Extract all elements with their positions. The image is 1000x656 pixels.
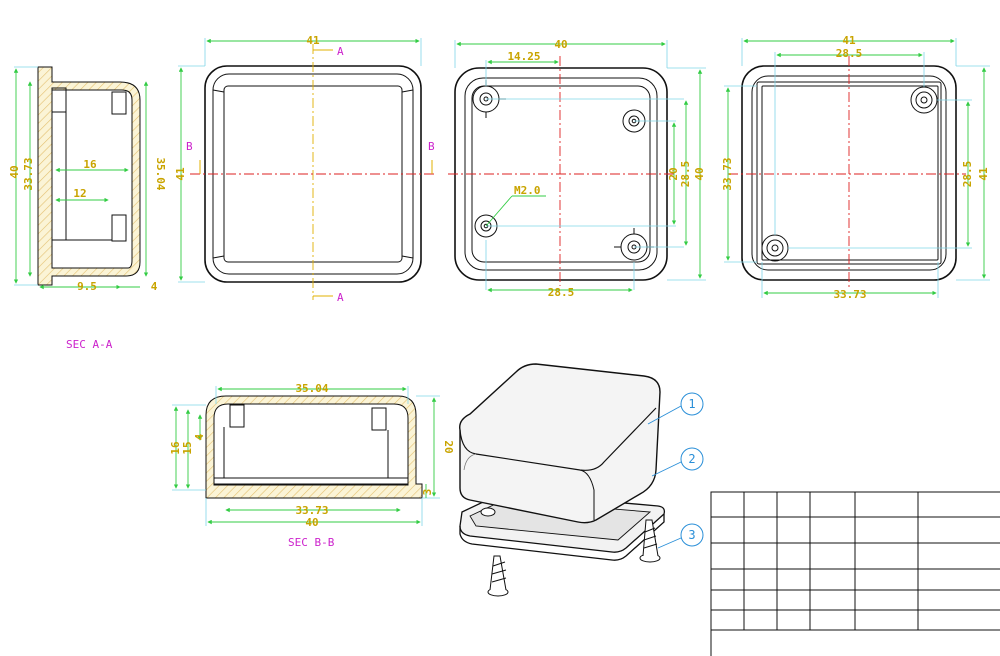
- hole-top-right: [910, 86, 938, 114]
- dim-bb-3504: 35.04: [295, 382, 328, 395]
- screw-left: [487, 555, 509, 597]
- marker-b-right: B: [428, 140, 435, 153]
- marker-a-bottom: A: [337, 291, 344, 304]
- marker-b-left: B: [186, 140, 193, 153]
- isometric-exploded-view: 1 2 3: [459, 363, 704, 597]
- dim-side-3504: 35.04: [154, 157, 167, 190]
- label-sec-bb: SEC B-B: [288, 536, 335, 549]
- dim-top-41: 41: [306, 34, 320, 47]
- dim-base-41-v: 41: [977, 167, 990, 181]
- callout-3: 3: [688, 528, 695, 542]
- dim-bb-16: 16: [169, 441, 182, 455]
- label-sec-aa: SEC A-A: [66, 338, 113, 351]
- dim-side-16: 16: [83, 158, 97, 171]
- dim-bb-4: 4: [193, 433, 206, 440]
- marker-a-top: A: [337, 45, 344, 58]
- callout-1: 1: [688, 397, 695, 411]
- label-screw-m2: M2.0: [514, 184, 541, 197]
- dim-base-3373: 33.73: [833, 288, 866, 301]
- dim-inside-20: 20: [667, 167, 680, 180]
- dim-top-41-v: 41: [174, 167, 187, 181]
- dim-side-3373: 33.73: [22, 157, 35, 190]
- dim-inside-40: 40: [554, 38, 567, 51]
- screw-right: [639, 519, 661, 563]
- dim-bb-15: 15: [181, 441, 194, 454]
- dim-inside-1425: 14.25: [507, 50, 540, 63]
- dim-inside-285: 28.5: [548, 286, 575, 299]
- dim-base-285-v: 28.5: [961, 161, 974, 188]
- dim-inside-285-v: 28.5: [679, 161, 692, 188]
- dim-side-40: 40: [8, 165, 21, 178]
- dim-inside-40-v: 40: [693, 167, 706, 180]
- callout-2: 2: [688, 452, 695, 466]
- dim-bb-40: 40: [305, 516, 318, 529]
- top-view: 41 41 A A B B: [174, 34, 436, 304]
- title-block: [710, 491, 1000, 656]
- base-view: 41 28.5 33.73 28.5 41 33.73: [721, 34, 990, 301]
- dim-base-285: 28.5: [836, 47, 863, 60]
- dim-bb-20: 20: [442, 440, 455, 453]
- section-bb-view: 35.04 16 15 4 20 3 33.73 40 SEC B-B: [169, 382, 455, 549]
- dim-bb-3373: 33.73: [295, 504, 328, 517]
- dim-side-12: 12: [73, 187, 86, 200]
- dim-side-4: 4: [151, 280, 158, 293]
- boss-bottom-right: [614, 228, 654, 261]
- dim-side-95: 9.5: [77, 280, 97, 293]
- dim-base-3373-v: 33.73: [721, 157, 734, 190]
- dim-bb-3: 3: [421, 489, 434, 496]
- inside-view: 40 14.25 20 28.5 40 28.5 M2.0: [448, 38, 706, 299]
- side-section-view: 40 33.73 35.04 16 12 9.5 4: [8, 66, 167, 293]
- hole-bottom-left: [761, 234, 789, 262]
- dim-base-41: 41: [842, 34, 856, 47]
